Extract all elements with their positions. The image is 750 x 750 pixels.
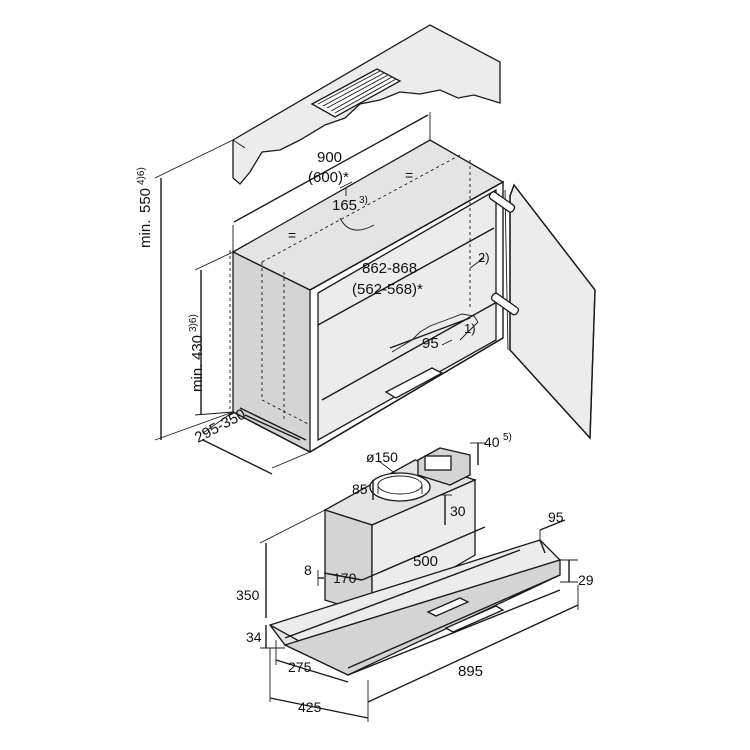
top-offset-label: 8 — [304, 562, 312, 578]
height-cab-value-label: 430 — [189, 335, 206, 360]
hood-width-label: 895 — [458, 663, 483, 680]
duct-offset-label: 85 — [352, 481, 368, 497]
equal-right-label: = — [405, 167, 413, 183]
hood — [268, 447, 562, 677]
inner-width-label: 862-868 — [362, 260, 417, 277]
motor-offset-label: 40 — [484, 434, 500, 450]
hood-height-label: 350 — [236, 587, 260, 603]
duct-collar — [369, 472, 431, 502]
ceiling-vent — [310, 68, 402, 118]
depth-inner-label: 275 — [288, 659, 312, 675]
depth-total-label: 425 — [298, 699, 322, 715]
ceiling-slab — [232, 24, 501, 185]
cabinet-width-label: 900 — [317, 149, 342, 166]
note-1-label: 1) — [464, 321, 476, 336]
vent-offset-note: 3) — [359, 195, 368, 206]
panel-height-label: 34 — [246, 629, 262, 645]
duct-gap-label: 30 — [450, 503, 466, 519]
duct-diameter-label: ø150 — [366, 449, 398, 465]
chimney-depth-label: 170 — [333, 570, 357, 586]
chimney-width-label: 500 — [413, 553, 438, 570]
cabinet-dimension-lines — [154, 112, 495, 475]
hood-dimension-lines — [259, 442, 579, 722]
front-height-label: 29 — [578, 572, 594, 588]
motor-offset-note: 5) — [503, 432, 512, 443]
cutout-label: 95 — [422, 335, 439, 352]
inner-width-alt-label: (562-568)* — [352, 281, 423, 298]
height-total-value-label: 550 — [137, 188, 154, 213]
cabinet-width-alt-label: (600)* — [308, 169, 349, 186]
hood-labels: ø150 40 5) 85 30 500 170 8 350 34 95 29 … — [236, 432, 594, 715]
height-cab-min-label: min. — [189, 364, 206, 392]
height-cab-note: 3)6) — [188, 314, 199, 332]
vent-offset-label: 165 — [332, 197, 357, 214]
motor-box — [417, 447, 471, 486]
note-2-label: 2) — [478, 250, 490, 265]
cabinet-door — [488, 183, 596, 440]
front-depth-label: 95 — [548, 509, 564, 525]
height-total-note: 4)6) — [136, 167, 147, 185]
equal-left-label: = — [288, 227, 296, 243]
wall-cabinet — [229, 139, 505, 454]
height-total-min-label: min. — [137, 220, 154, 248]
